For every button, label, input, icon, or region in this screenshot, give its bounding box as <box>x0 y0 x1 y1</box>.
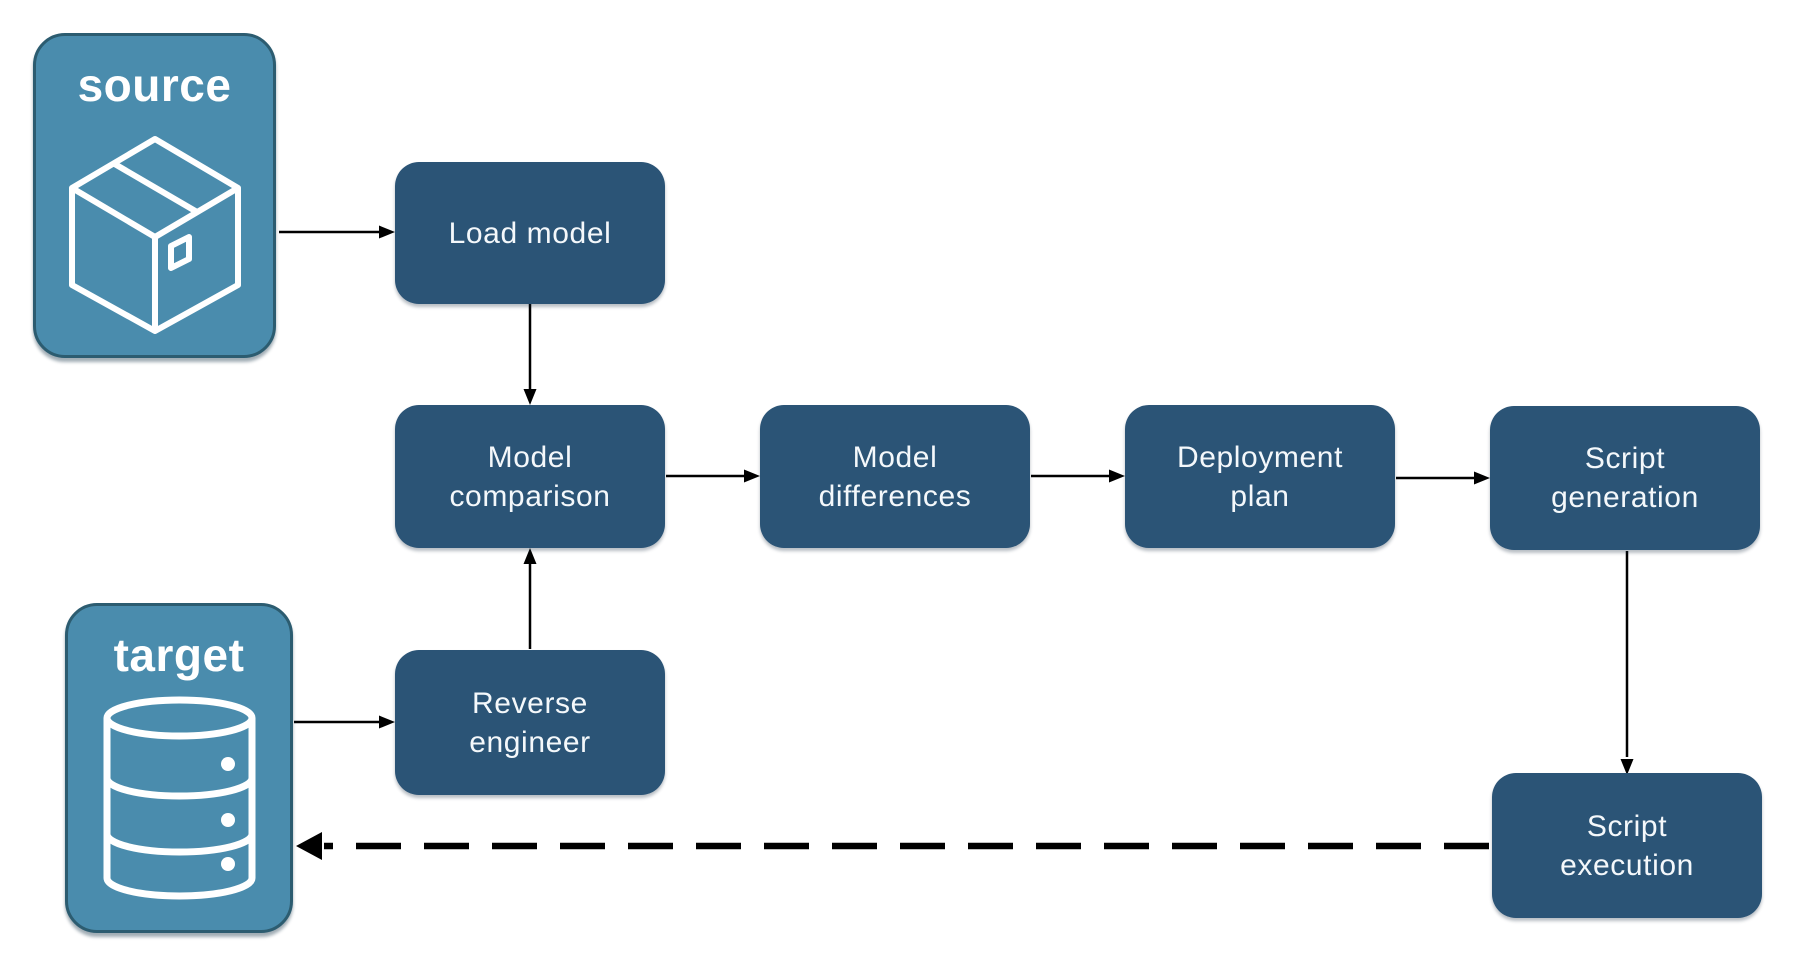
node-label: Reverse engineer <box>469 686 591 759</box>
node-script-generation: Script generation <box>1490 406 1760 550</box>
package-icon <box>68 136 241 334</box>
arrow-script-execution-to-target-dashed <box>296 832 1489 860</box>
arrow-target-to-reverse-engineer <box>294 715 395 729</box>
target-label: target <box>113 629 245 681</box>
source-label: source <box>77 59 232 111</box>
node-model-differences: Model differences <box>760 405 1030 548</box>
arrow-load-model-to-model-comparison <box>523 304 537 405</box>
node-script-execution: Script execution <box>1492 773 1762 918</box>
database-icon <box>103 696 255 900</box>
source-container: source <box>33 33 276 358</box>
node-load-model: Load model <box>395 162 665 304</box>
arrow-deployment-plan-to-script-generation <box>1396 471 1490 485</box>
node-label: Model comparison <box>449 440 611 513</box>
node-label: Model differences <box>818 440 972 513</box>
arrow-reverse-engineer-to-model-comparison <box>523 548 537 649</box>
target-container: target <box>65 603 293 933</box>
node-label: Deployment plan <box>1176 440 1344 513</box>
node-label: Script execution <box>1560 809 1694 882</box>
arrow-model-differences-to-deployment-plan <box>1031 469 1125 483</box>
node-deployment-plan: Deployment plan <box>1125 405 1395 548</box>
node-label: Load model <box>448 216 612 250</box>
arrow-model-comparison-to-model-differences <box>666 469 760 483</box>
node-reverse-engineer: Reverse engineer <box>395 650 665 795</box>
node-label: Script generation <box>1551 442 1699 514</box>
node-model-comparison: Model comparison <box>395 405 665 548</box>
arrow-source-to-load-model <box>279 225 395 239</box>
arrow-script-generation-to-script-execution <box>1620 551 1634 775</box>
